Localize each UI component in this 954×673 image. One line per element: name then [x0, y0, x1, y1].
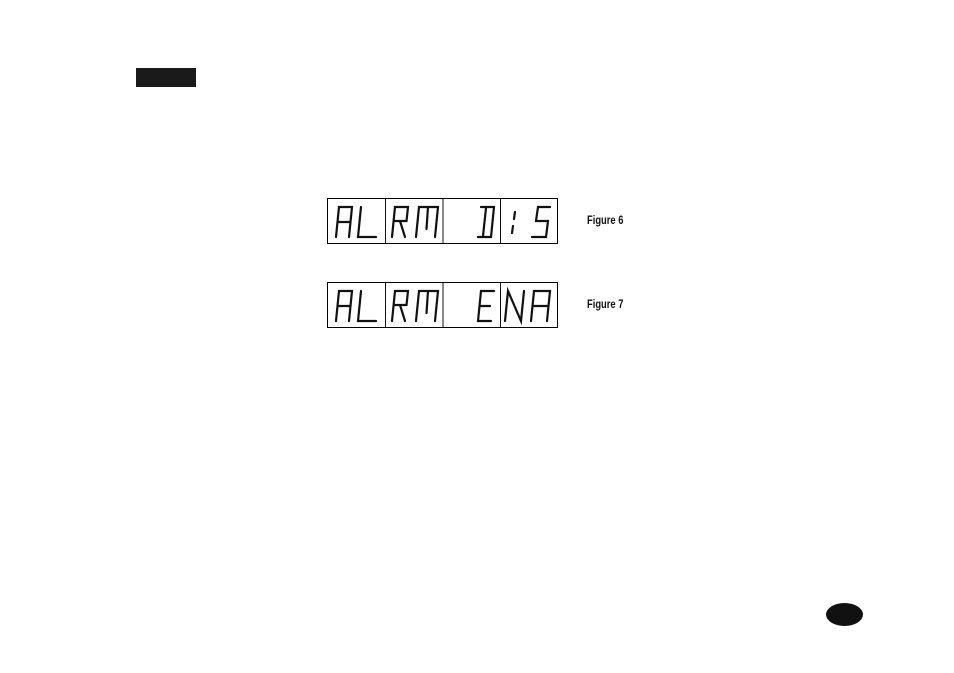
lcd-display-figure-6 [327, 198, 558, 244]
lcd-segments-alrm-ena [328, 283, 557, 327]
figure-6-caption: Figure 6 [587, 213, 623, 227]
lcd-char-l [358, 207, 376, 237]
lcd-char-r [392, 291, 408, 321]
lcd-segments-alrm-dis [328, 199, 557, 243]
lcd-display-figure-7 [327, 282, 558, 328]
lcd-char-r [392, 207, 408, 237]
lcd-char-e [478, 291, 494, 321]
lcd-char-n [505, 291, 524, 321]
lcd-char-a [336, 291, 352, 321]
lcd-char-m [416, 291, 438, 321]
page-number-badge [826, 603, 863, 626]
lcd-char-s [532, 207, 550, 237]
figure-7-caption: Figure 7 [587, 297, 623, 311]
lcd-char-m [416, 207, 438, 237]
lcd-char-l [358, 291, 376, 321]
lcd-char-i [512, 212, 515, 233]
lcd-char-d [478, 207, 494, 237]
lcd-char-a [336, 207, 352, 237]
section-header-tab [136, 68, 196, 87]
lcd-char-a [531, 291, 550, 321]
